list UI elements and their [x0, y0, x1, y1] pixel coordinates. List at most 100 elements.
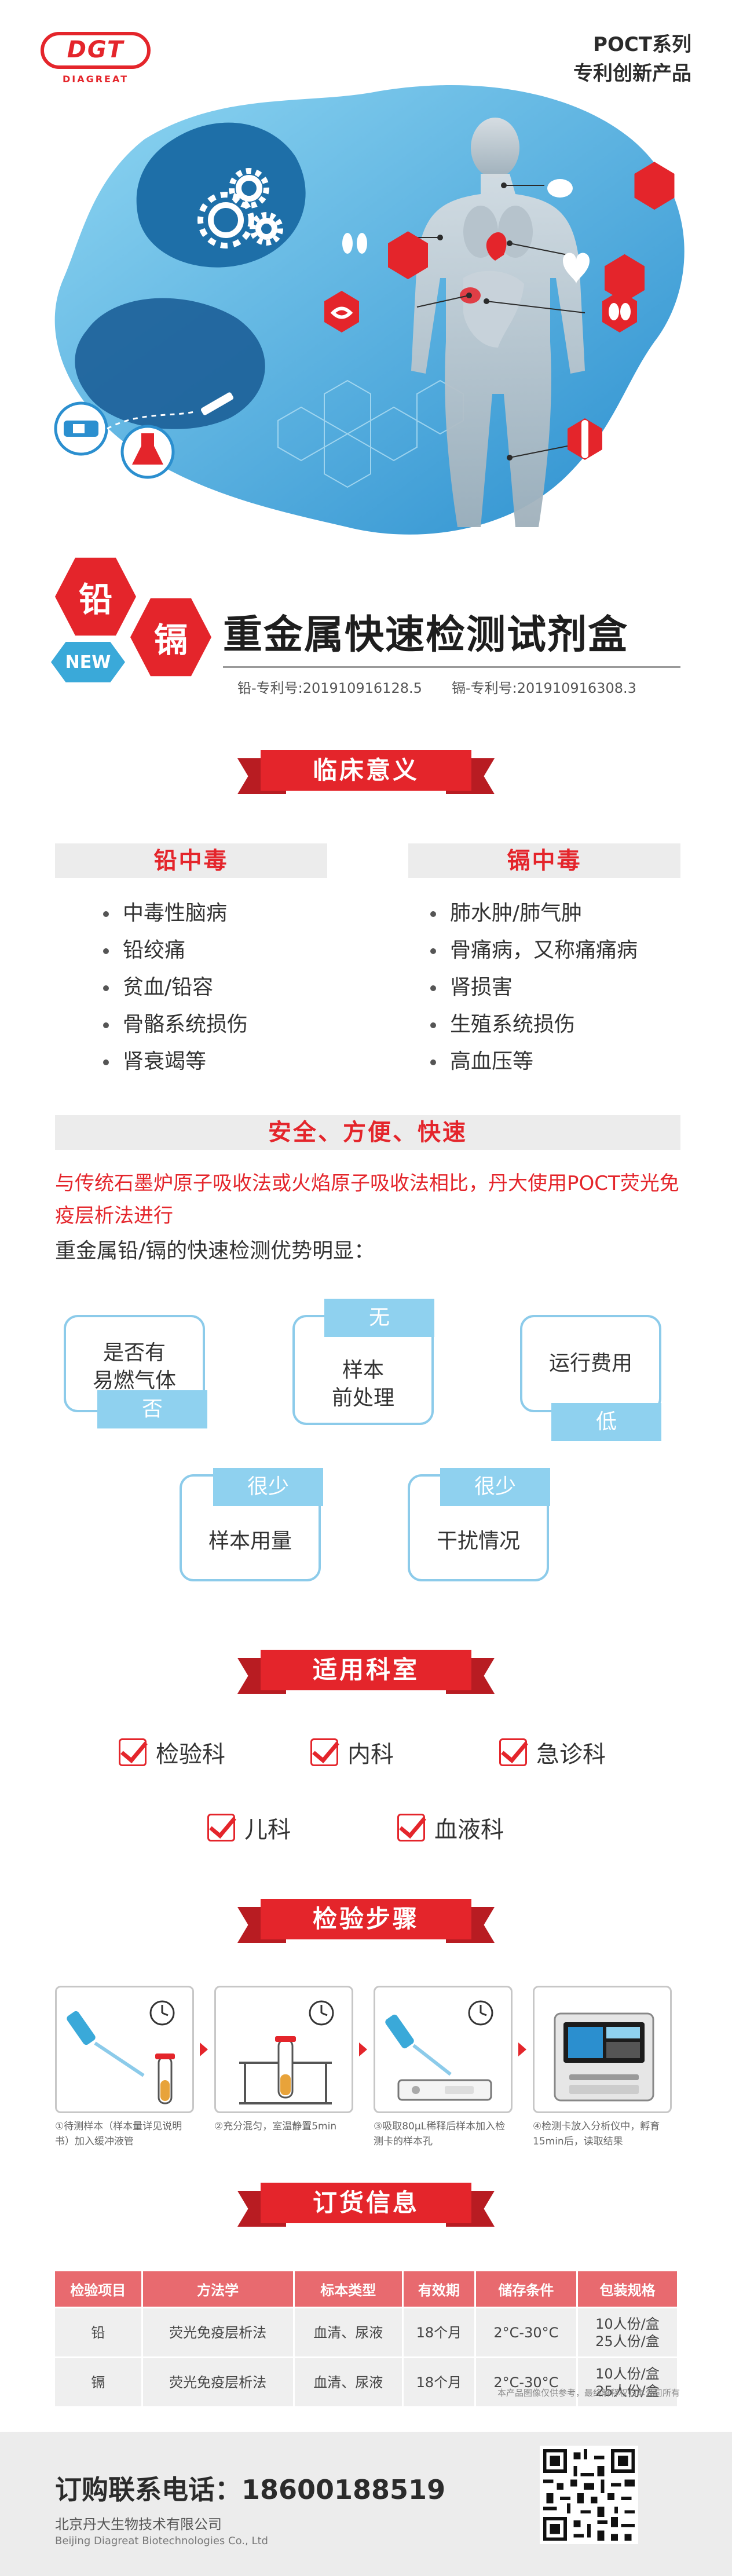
disclaimer-note: 本产品图像仅供参考，最终解释权归本公司所有 [497, 2388, 680, 2398]
cadmium-badge: 镉 [130, 598, 211, 677]
cadmium-symptom-list: 肺水肿/肺气肿 骨痛病，又称痛痛病 肾损害 生殖系统损伤 高血压等 [426, 895, 638, 1080]
table-header-row: 检验项目 方法学 标本类型 有效期 储存条件 包装规格 [53, 2270, 679, 2308]
test-tube-icon [155, 2054, 175, 2104]
product-title: 重金属快速检测试剂盒 [223, 612, 629, 658]
section-order-header: 订货信息 [237, 2183, 495, 2231]
advantage-tag: 很少 [440, 1468, 550, 1506]
section-title: 检验步骤 [261, 1899, 471, 1939]
intestine-icon [324, 291, 359, 332]
lead-symptom-list: 中毒性脑病 铅绞痛 贫血/铅容 骨骼系统损伤 肾衰竭等 [98, 895, 248, 1080]
clock-icon [309, 2000, 334, 2026]
pipette-icon [385, 2014, 452, 2076]
advantage-label: 干扰情况 [436, 1529, 520, 1553]
table-cell: 10人份/盒 25人份/盒 [576, 2307, 679, 2358]
column-header: 检验项目 [53, 2270, 143, 2308]
checkbox-icon [499, 1738, 527, 1766]
list-item: 中毒性脑病 [98, 895, 248, 932]
company-name-cn: 北京丹大生物技术有限公司 [55, 2516, 222, 2533]
department-label: 儿科 [244, 1817, 291, 1843]
knee-joint-icon [568, 418, 602, 460]
section-title: 适用科室 [261, 1650, 471, 1690]
step-2-image [214, 1986, 353, 2113]
patent-cadmium: 镉-专利号:201910916308.3 [452, 680, 636, 696]
department-item: 内科 [310, 1735, 394, 1769]
list-item: 肾衰竭等 [98, 1043, 248, 1080]
list-item: 铅绞痛 [98, 932, 248, 969]
column-header: 有效期 [401, 2270, 476, 2308]
series-label: POCT系列 专利创新产品 [573, 30, 691, 88]
flask-icon [120, 425, 175, 479]
column-header: 包装规格 [576, 2270, 679, 2308]
table-cell: 荧光免疫层析法 [141, 2307, 295, 2358]
department-item: 检验科 [119, 1735, 225, 1769]
department-label: 检验科 [156, 1741, 225, 1768]
clock-icon [468, 2000, 493, 2026]
table-row: 铅 荧光免疫层析法 血清、尿液 18个月 2°C-30°C 10人份/盒 25人… [53, 2307, 679, 2358]
advantage-tag: 很少 [213, 1468, 323, 1506]
section-departments-header: 适用科室 [237, 1650, 495, 1698]
checkbox-icon [207, 1814, 235, 1841]
advantage-running-cost: 运行费用 [520, 1315, 661, 1412]
logo-mark: DGT [41, 32, 151, 69]
list-item: 贫血/铅容 [98, 969, 248, 1006]
checkbox-icon [310, 1738, 338, 1766]
advantages-title: 安全、方便、快速 [55, 1115, 680, 1150]
advantage-tag: 低 [551, 1403, 661, 1441]
title-divider [223, 666, 680, 668]
step-2-caption: ②充分混匀，室温静置5min [214, 2121, 337, 2132]
tube-rack-icon [239, 2036, 332, 2104]
section-steps-header: 检验步骤 [237, 1899, 495, 1947]
step-arrow-icon [200, 2042, 208, 2056]
pipette-icon [67, 2011, 145, 2077]
advantages-intro-red: 与传统石墨炉原子吸收法或火焰原子吸收法相比，丹大使用POCT荧光免疫层析法进行 [55, 1172, 679, 1227]
contact-phone: 订购联系电话：18600188519 [55, 2474, 446, 2505]
qr-code-icon [540, 2446, 638, 2544]
department-item: 急诊科 [499, 1735, 606, 1769]
list-item: 肾损害 [426, 969, 638, 1006]
list-item: 骨痛病，又称痛痛病 [426, 932, 638, 969]
brand-logo: DGT DIAGREAT [41, 32, 151, 90]
list-item: 肺水肿/肺气肿 [426, 895, 638, 932]
clock-icon [149, 2000, 175, 2026]
syringe-icon [200, 392, 234, 415]
step-1-caption: ①待测样本（样本量详见说明书）加入缓冲液管 [55, 2121, 182, 2147]
lungs-icon [342, 231, 428, 280]
table-cell: 18个月 [401, 2356, 476, 2408]
test-tube-icon [54, 401, 108, 456]
department-item: 血液科 [397, 1811, 504, 1844]
kidney-icon [602, 291, 637, 332]
brain-icon [547, 162, 675, 210]
order-table: 检验项目 方法学 标本类型 有效期 储存条件 包装规格 铅 荧光免疫层析法 血清… [53, 2270, 679, 2408]
company-name-en: Beijing Diagreat Biotechnologies Co., Lt… [55, 2535, 268, 2547]
series-line-2: 专利创新产品 [573, 62, 691, 85]
step-3-caption: ③吸取80μL稀释后样本加入检测卡的样本孔 [374, 2121, 506, 2147]
step-1-image [55, 1986, 194, 2113]
heart-icon [563, 253, 645, 302]
table-row: 镉 荧光免疫层析法 血清、尿液 18个月 2°C-30°C 10人份/盒 25人… [53, 2356, 679, 2408]
advantage-label: 运行费用 [548, 1351, 632, 1375]
table-cell: 2°C-30°C [474, 2356, 578, 2408]
table-cell: 铅 [53, 2307, 143, 2358]
analyzer-icon [554, 2012, 654, 2102]
patent-lead: 铅-专利号:201910916128.5 [237, 680, 422, 696]
department-item: 儿科 [207, 1811, 291, 1844]
advantage-label: 样本 前处理 [331, 1358, 394, 1410]
gears-icon [197, 168, 283, 249]
department-label: 血液科 [434, 1817, 504, 1843]
advantage-tag: 无 [324, 1299, 434, 1337]
section-title: 订货信息 [261, 2183, 471, 2223]
column-header: 方法学 [141, 2270, 295, 2308]
table-cell: 荧光免疫层析法 [141, 2356, 295, 2408]
advantage-sample-volume: 样本用量 [180, 1474, 321, 1581]
advantage-tag: 否 [97, 1390, 207, 1428]
advantage-label: 是否有 易燃气体 [92, 1341, 176, 1393]
table-cell: 镉 [53, 2356, 143, 2408]
step-arrow-icon [518, 2042, 526, 2056]
section-title: 临床意义 [261, 750, 471, 791]
section-clinical-header: 临床意义 [237, 750, 495, 799]
new-badge: NEW [51, 642, 125, 682]
step-arrow-icon [359, 2042, 367, 2056]
table-cell: 血清、尿液 [292, 2307, 404, 2358]
column-header: 储存条件 [474, 2270, 578, 2308]
list-item: 生殖系统损伤 [426, 1006, 638, 1043]
